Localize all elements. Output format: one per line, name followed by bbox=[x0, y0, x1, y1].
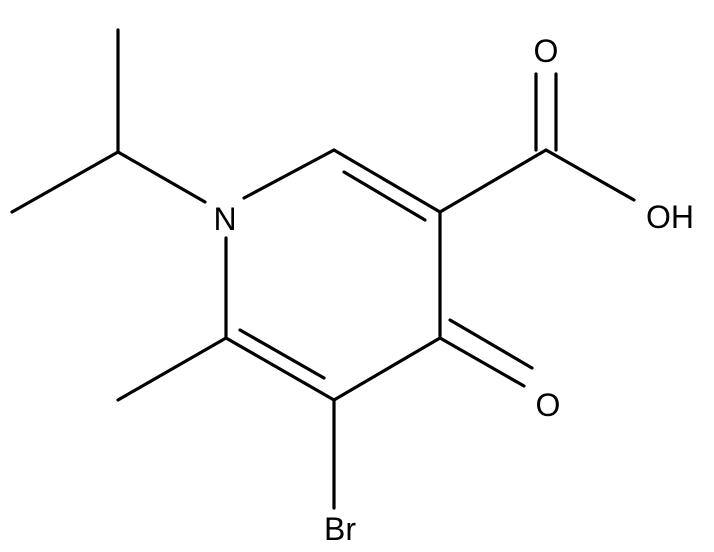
bond-c4-carbonyl-double bbox=[448, 318, 534, 370]
hydroxyl-label: OH bbox=[646, 199, 694, 235]
bond-isopropyl-to-nitrogen bbox=[116, 150, 207, 204]
bond-n1-c2 bbox=[242, 148, 336, 200]
bond-c4-c5 bbox=[332, 336, 442, 402]
bond-carboxyl-oh bbox=[544, 148, 636, 202]
nitrogen-label: N bbox=[213, 201, 236, 237]
bond-c2-c3-double bbox=[342, 170, 427, 222]
bond-isopropyl-methyl-left bbox=[10, 150, 120, 214]
bond-c6-methyl bbox=[116, 336, 228, 402]
bond-c3-carboxyl bbox=[438, 148, 548, 214]
carbonyl-oxygen-label: O bbox=[536, 387, 561, 423]
bond-c4-carbonyl bbox=[438, 336, 526, 388]
bond-c5-c6 bbox=[224, 336, 336, 402]
acid-oxygen-label: O bbox=[534, 33, 559, 69]
bond-c5-c6-double bbox=[238, 328, 326, 380]
bromine-label: Br bbox=[324, 511, 356, 547]
bond-c2-c3 bbox=[332, 148, 442, 214]
